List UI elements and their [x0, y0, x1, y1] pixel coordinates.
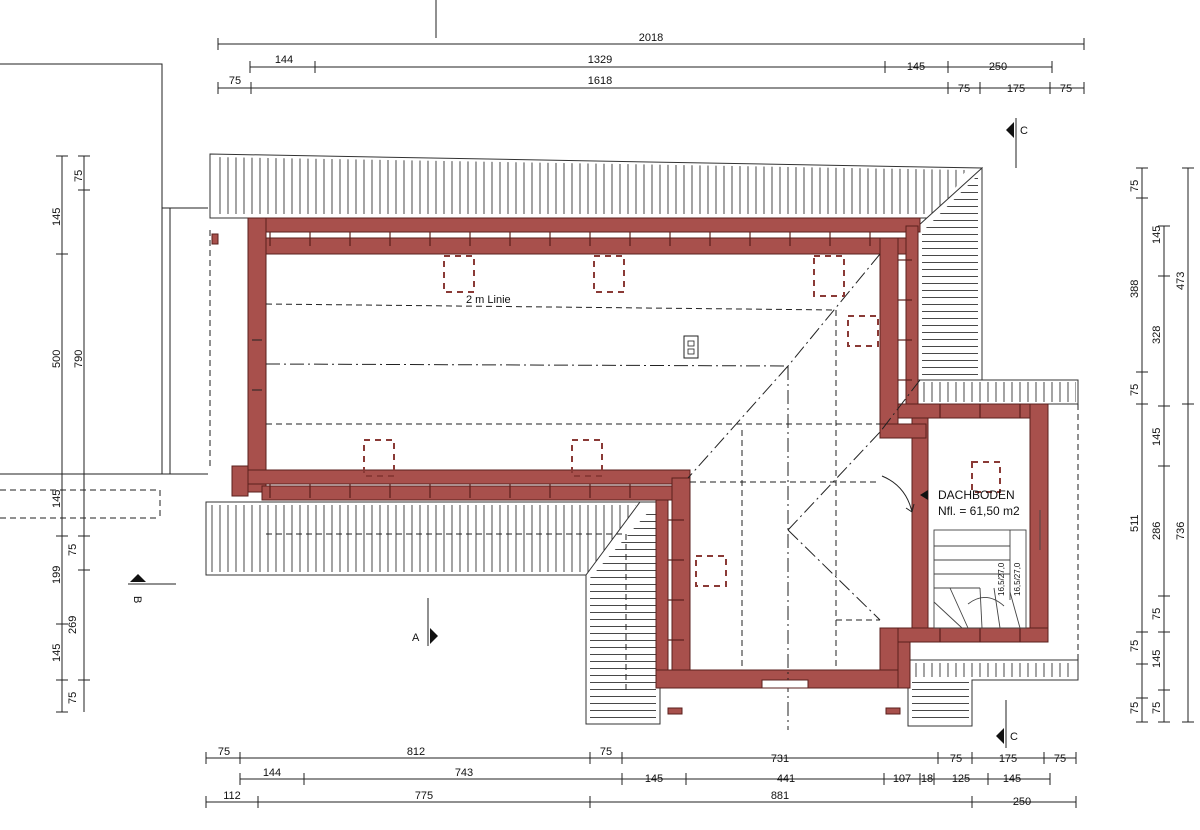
dim-bottom-75-d: 75 — [1054, 753, 1066, 765]
dim-top-total: 2018 — [639, 32, 663, 44]
dim-left-145-b: 145 — [51, 490, 63, 508]
dim-left-75-b: 75 — [67, 544, 79, 556]
dim-bottom-144: 144 — [263, 767, 281, 779]
two-meter-line-label: 2 m Linie — [466, 294, 511, 306]
dim-left-75-c: 75 — [67, 692, 79, 704]
dim-bottom-881: 881 — [771, 790, 789, 802]
walls — [211, 217, 1049, 715]
section-label-c-bottom: C — [1010, 731, 1018, 743]
dim-right-388: 388 — [1129, 280, 1141, 298]
dim-right-736: 736 — [1175, 522, 1187, 540]
dim-bottom-125: 125 — [952, 773, 970, 785]
dim-top-1618: 1618 — [588, 75, 612, 87]
dimension-chain-bottom: 75 812 75 731 75 175 75 144 743 145 441 … — [205, 746, 1077, 808]
dim-top-1329: 1329 — [588, 54, 612, 66]
dim-left-145-a: 145 — [51, 208, 63, 226]
dim-bottom-75-c: 75 — [950, 753, 962, 765]
dim-bottom-107: 107 — [893, 773, 911, 785]
dim-right-145-a: 145 — [1151, 226, 1163, 244]
dim-left-269: 269 — [67, 616, 79, 634]
interior-lines — [209, 230, 1079, 730]
section-marker-c-top: C — [1006, 118, 1028, 168]
dim-bottom-18: 18 — [921, 773, 933, 785]
dim-left-145-c: 145 — [51, 644, 63, 662]
dimension-chain-left: 145 500 145 199 145 75 75 790 75 269 — [51, 155, 90, 713]
room-arrow-icon — [920, 490, 928, 500]
dim-bottom-731: 731 — [771, 753, 789, 765]
stair-label-1: 16,5/27,0 — [997, 562, 1006, 596]
section-label-c-top: C — [1020, 125, 1028, 137]
door-swing — [881, 475, 915, 513]
dim-top-75-a: 75 — [229, 75, 241, 87]
dim-top-145: 145 — [907, 61, 925, 73]
dimension-chain-top: 2018 144 1329 145 250 75 1618 75 175 75 — [217, 32, 1085, 95]
section-label-b: B — [131, 596, 143, 603]
dim-right-286: 286 — [1151, 522, 1163, 540]
dim-top-144: 144 — [275, 54, 293, 66]
dim-right-75-a: 75 — [1129, 180, 1141, 192]
dim-bottom-175: 175 — [999, 753, 1017, 765]
dim-right-145-c: 145 — [1151, 650, 1163, 668]
dim-bottom-743: 743 — [455, 767, 473, 779]
dim-top-75-c: 75 — [1060, 83, 1072, 95]
dim-bottom-775: 775 — [415, 790, 433, 802]
dim-right-145-b: 145 — [1151, 428, 1163, 446]
dim-left-790: 790 — [73, 350, 85, 368]
dim-top-75-b: 75 — [958, 83, 970, 95]
room-area: Nfl. = 61,50 m2 — [938, 504, 1020, 518]
dim-bottom-250: 250 — [1013, 796, 1031, 808]
section-label-a: A — [412, 632, 420, 644]
dim-bottom-75-b: 75 — [600, 746, 612, 758]
roof-eaves — [205, 153, 1079, 727]
section-arrow-icon — [996, 728, 1004, 744]
dim-left-500: 500 — [51, 350, 63, 368]
section-arrow-icon — [130, 574, 146, 582]
section-arrow-icon — [1006, 122, 1014, 138]
dim-right-75-d: 75 — [1129, 702, 1141, 714]
dim-right-75-b: 75 — [1129, 384, 1141, 396]
rafter-ticks — [269, 232, 1021, 642]
dim-left-75-a: 75 — [73, 170, 85, 182]
dim-right-473: 473 — [1175, 272, 1187, 290]
stair-label-2: 16,5/27,0 — [1013, 562, 1022, 596]
staircase — [933, 510, 1041, 629]
section-marker-a: A — [412, 598, 438, 646]
dim-bottom-812: 812 — [407, 746, 425, 758]
dim-right-328: 328 — [1151, 326, 1163, 344]
section-arrow-icon — [430, 628, 438, 644]
dim-right-511: 511 — [1129, 514, 1141, 532]
dim-bottom-441: 441 — [777, 773, 795, 785]
neighbour-building-outline — [0, 63, 208, 519]
dim-right-75-f: 75 — [1151, 702, 1163, 714]
dim-bottom-145-b: 145 — [1003, 773, 1021, 785]
dim-bottom-112: 112 — [223, 790, 241, 802]
dim-top-250: 250 — [989, 61, 1007, 73]
dimension-chain-right: 75 388 75 511 75 75 145 328 145 286 75 1… — [1129, 167, 1194, 723]
section-marker-c-bottom: C — [996, 700, 1018, 748]
dim-right-75-e: 75 — [1151, 608, 1163, 620]
section-marker-b: B — [128, 574, 176, 603]
room-name: DACHBODEN — [938, 488, 1015, 502]
dim-bottom-75-a: 75 — [218, 746, 230, 758]
dim-bottom-145-a: 145 — [645, 773, 663, 785]
dim-top-175: 175 — [1007, 83, 1025, 95]
dim-left-199: 199 — [51, 566, 63, 584]
dim-right-75-c: 75 — [1129, 640, 1141, 652]
skylights — [363, 255, 1001, 587]
